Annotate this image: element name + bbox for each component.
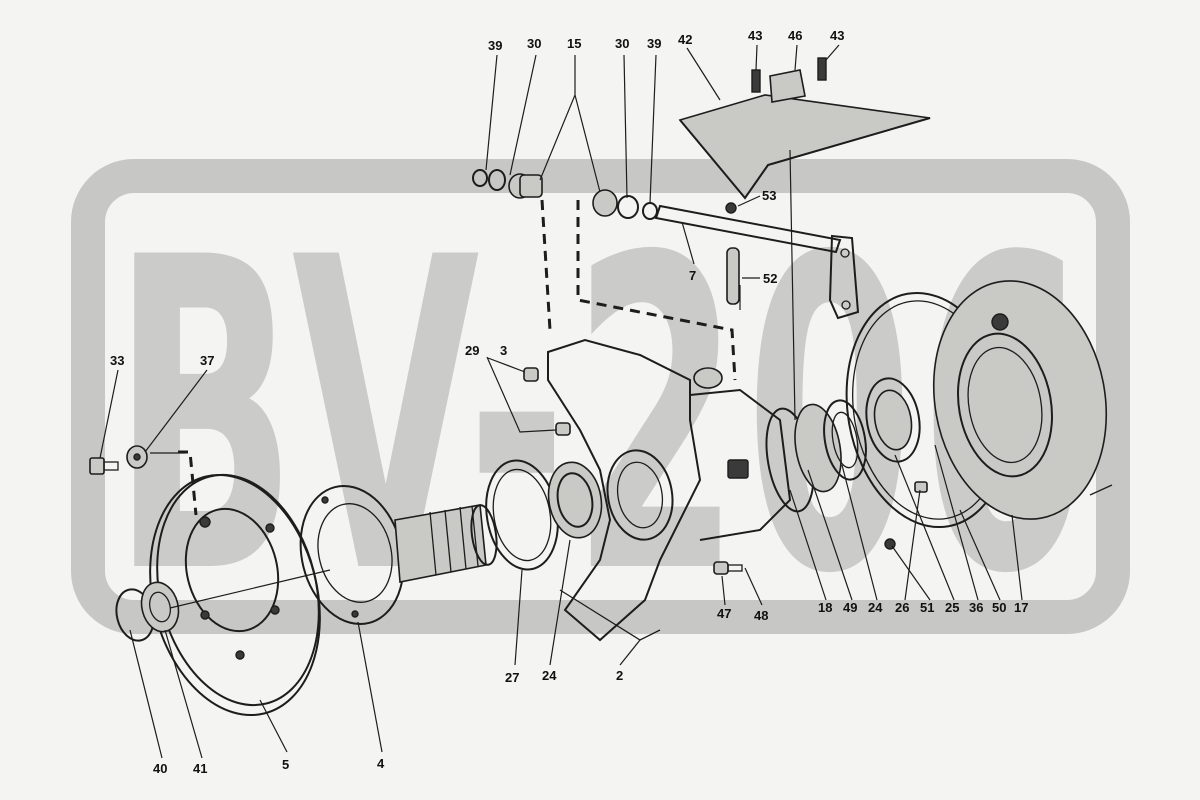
callout-48: 48 [754, 608, 768, 623]
callout-2: 2 [616, 668, 623, 683]
callout-15: 15 [567, 36, 581, 51]
callout-37: 37 [200, 353, 214, 368]
callout-4: 4 [377, 756, 385, 771]
callout-7: 7 [689, 268, 696, 283]
callout-40: 40 [153, 761, 167, 776]
callout-26: 26 [895, 600, 909, 615]
leader-lines [99, 44, 1023, 759]
callout-18: 18 [818, 600, 832, 615]
callout-43-right: 43 [830, 28, 844, 43]
callout-39-right: 39 [647, 36, 661, 51]
callout-36: 36 [969, 600, 983, 615]
bolt-26 [914, 481, 928, 493]
callout-52: 52 [763, 271, 777, 286]
callout-50: 50 [992, 600, 1006, 615]
axle-shaft [394, 504, 498, 583]
callout-43-left: 43 [748, 28, 762, 43]
watermark-text: BV-206 [112, 168, 1092, 668]
callout-46: 46 [788, 28, 802, 43]
callout-3: 3 [500, 343, 507, 358]
knuckle-housing-2 [547, 338, 792, 642]
callout-25: 25 [945, 600, 959, 615]
callout-17: 17 [1014, 600, 1028, 615]
watermark: BV-206 [71, 159, 1130, 668]
callout-49: 49 [843, 600, 857, 615]
bolt-47 [713, 561, 743, 575]
callout-27: 27 [505, 670, 519, 685]
callout-24-right: 24 [868, 600, 883, 615]
callout-30-right: 30 [615, 36, 629, 51]
bush-set [472, 169, 658, 220]
bolt-3 [523, 367, 539, 382]
seal-25 [865, 377, 921, 463]
assembly-lines [150, 149, 796, 609]
ring-41 [140, 581, 180, 633]
callout-30-left: 30 [527, 36, 541, 51]
callout-labels: 39 30 15 30 39 42 43 46 43 53 7 52 33 37… [110, 28, 1028, 776]
bearing-24 [547, 461, 603, 539]
steering-arm-7 [654, 202, 860, 320]
callout-41: 41 [193, 761, 207, 776]
callout-53: 53 [762, 188, 776, 203]
bolt-29 [555, 422, 571, 436]
brake-drum-17 [932, 280, 1113, 520]
washer-37 [126, 445, 148, 469]
callout-24-left: 24 [542, 668, 557, 683]
guard-plate-42 [678, 57, 931, 200]
callout-29: 29 [465, 343, 479, 358]
callout-5: 5 [282, 757, 289, 772]
watermark-frame [71, 159, 1130, 634]
callout-42: 42 [678, 32, 692, 47]
bearing-stack [765, 399, 867, 513]
bolt-33 [89, 457, 119, 475]
callout-47: 47 [717, 606, 731, 621]
callout-51: 51 [920, 600, 934, 615]
callout-33: 33 [110, 353, 124, 368]
callout-39-left: 39 [488, 38, 502, 53]
